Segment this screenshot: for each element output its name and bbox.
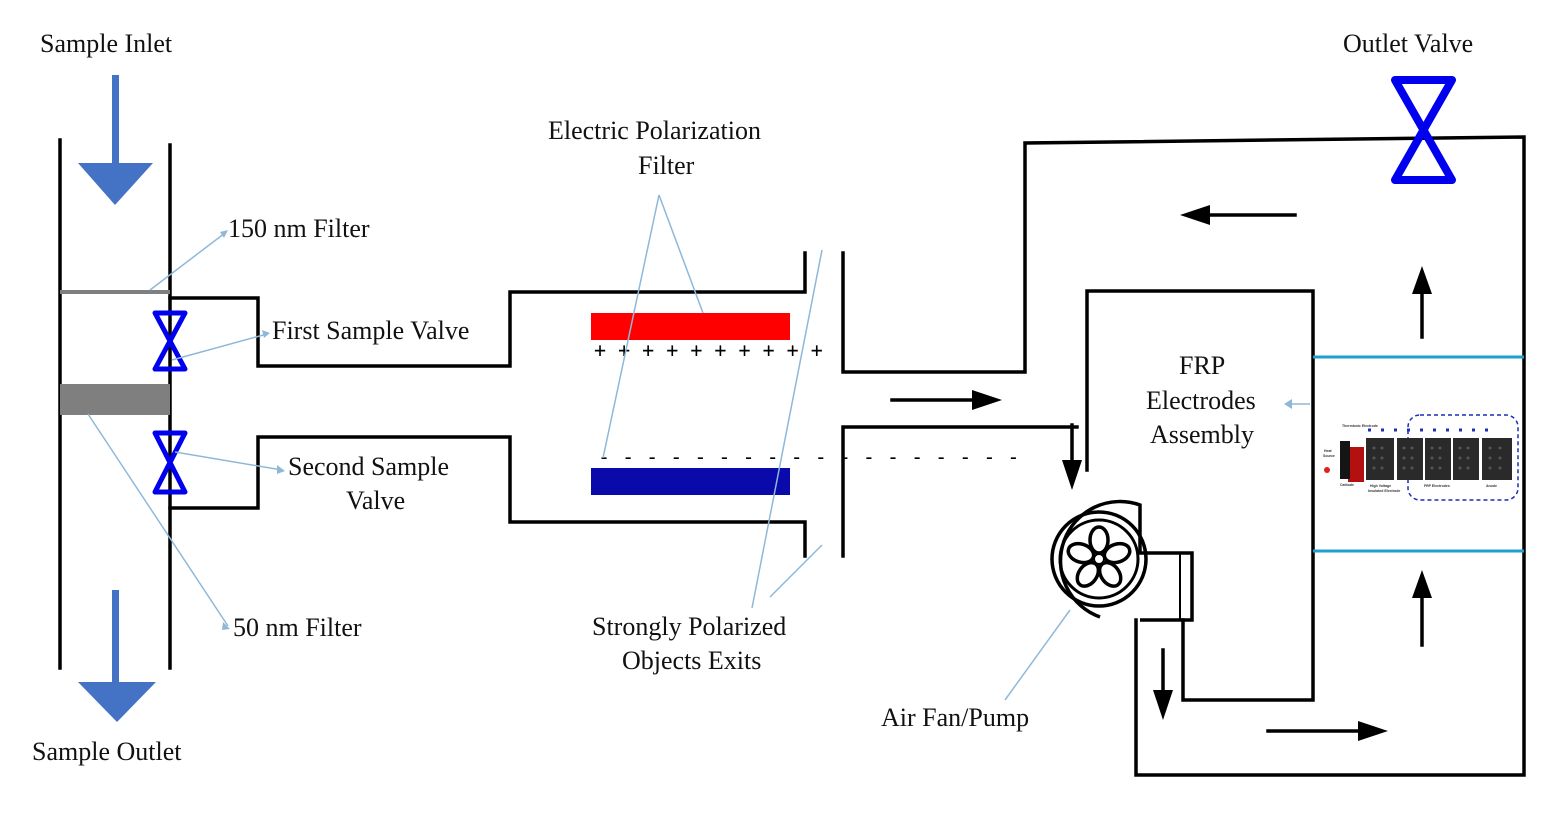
- inset-hv-label-1: High Voltage: [1370, 484, 1391, 488]
- frp-label-1: FRP: [1179, 351, 1225, 380]
- second-sample-valve-icon: [152, 430, 188, 495]
- filter-150nm-label: 150 nm Filter: [228, 214, 370, 243]
- flow-arrow-down-1: [1062, 423, 1082, 490]
- epf-label-1: Electric Polarization: [548, 116, 761, 145]
- second-sample-valve-label-1: Second Sample: [288, 452, 449, 481]
- flow-arrow-right-1: [890, 390, 1002, 410]
- inset-heat-label-1: Heat: [1324, 449, 1332, 453]
- inset-cathode-label: Cathode: [1340, 483, 1354, 487]
- upper-duct: [168, 251, 807, 368]
- frp-label-2: Electrodes: [1146, 386, 1256, 415]
- leader-lines: [87, 194, 1310, 701]
- inset-thermionic-label: Thermionic Electrode: [1342, 424, 1378, 428]
- inset-anode-label: Anode: [1486, 484, 1497, 488]
- first-sample-valve-icon: [152, 310, 188, 372]
- fan-icon: [1050, 499, 1194, 622]
- sample-inlet-arrow: [78, 75, 153, 205]
- frp-electrodes-inset: Thermionic Electrode Heat Source Cathode…: [1323, 414, 1519, 501]
- plus-signs: + + + + + + + + + +: [594, 338, 823, 362]
- outlet-valve-label: Outlet Valve: [1343, 29, 1473, 58]
- fan-label: Air Fan/Pump: [881, 703, 1029, 732]
- frp-label-3: Assembly: [1150, 420, 1254, 449]
- inset-frp-label: FRP Electrodes: [1424, 484, 1450, 488]
- lower-duct: [168, 435, 807, 558]
- filter-150nm: [60, 290, 170, 294]
- positive-plate: [591, 313, 790, 340]
- sample-outlet-label: Sample Outlet: [32, 737, 182, 766]
- sample-inlet-label: Sample Inlet: [40, 29, 173, 58]
- frp-assembly-box: [1085, 289, 1315, 702]
- spo-label-1: Strongly Polarized: [592, 612, 786, 641]
- filter-50nm-label: 50 nm Filter: [233, 613, 362, 642]
- spo-label-2: Objects Exits: [622, 646, 761, 675]
- filter-50nm: [60, 384, 170, 415]
- flow-arrow-up-2: [1412, 570, 1432, 647]
- negative-plate: [591, 468, 790, 495]
- second-sample-valve-label-2: Valve: [346, 486, 405, 515]
- heat-source-icon: [1324, 467, 1330, 473]
- inset-hv-label-2: Insulated Electrode: [1368, 489, 1400, 493]
- first-sample-valve-label: First Sample Valve: [272, 316, 469, 345]
- flow-arrow-down-2: [1153, 648, 1173, 720]
- minus-signs: - - - - - - - - - - - - - - - - - -: [598, 445, 1019, 469]
- inset-heat-label-2: Source: [1323, 454, 1335, 458]
- outlet-valve-icon: [1391, 76, 1456, 184]
- flow-arrow-up-1: [1412, 266, 1432, 339]
- sample-outlet-arrow: [78, 590, 156, 722]
- flow-arrow-left-top: [1180, 205, 1297, 225]
- mid-duct: [841, 135, 1526, 777]
- epf-label-2: Filter: [638, 151, 695, 180]
- flow-arrow-right-2: [1266, 721, 1388, 741]
